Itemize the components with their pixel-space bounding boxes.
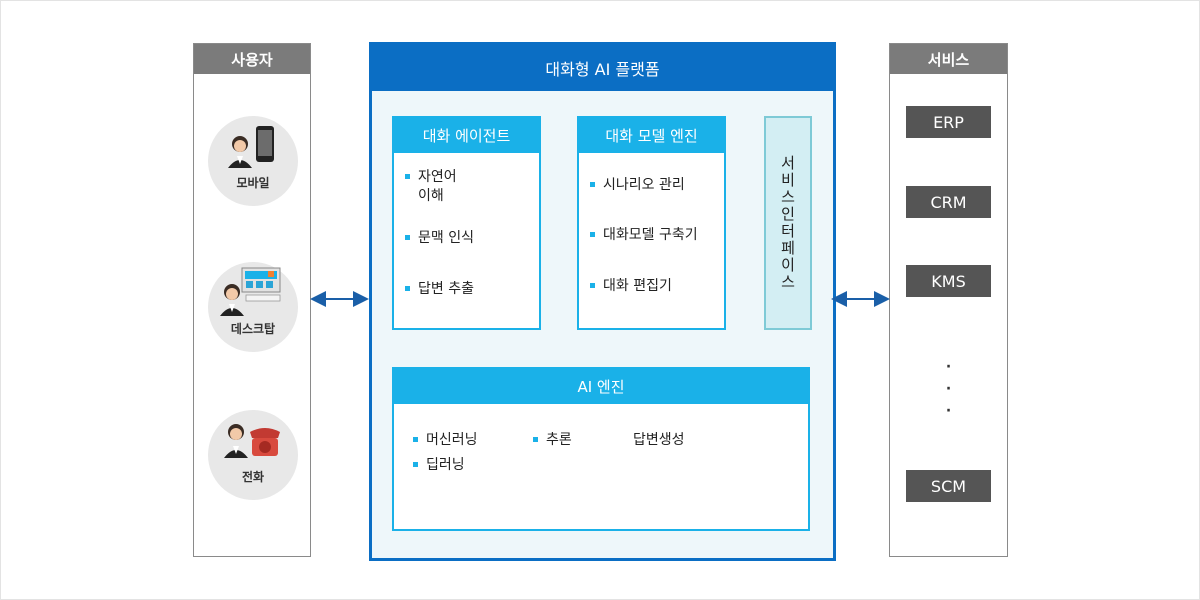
users-panel-title: 사용자 [194, 44, 310, 74]
dialog-model-engine-title: 대화 모델 엔진 [579, 118, 724, 153]
mobile-user-icon [228, 126, 274, 168]
dialog-model-item-builder: 대화모델 구축기 [589, 226, 698, 245]
service-interface-module: 서비스인터페이스 [764, 116, 812, 330]
ai-engine-title: AI 엔진 [394, 369, 808, 404]
ai-engine-item-answer-gen: 답변생성 [633, 432, 685, 448]
mobile-user-circle: 모바일 [208, 116, 298, 206]
ai-engine-item-ml: 머신러닝 [412, 431, 478, 450]
service-kms: KMS [906, 265, 991, 297]
dialog-agent-item-nlu: 자연어 이해 [404, 168, 457, 206]
phone-user-circle: 전화 [208, 410, 298, 500]
dialog-agent-module: 대화 에이전트 자연어 이해 문맥 인식 답변 추출 [392, 116, 541, 330]
platform-title: 대화형 AI 플랫폼 [372, 45, 833, 91]
dialog-model-engine-module: 대화 모델 엔진 시나리오 관리 대화모델 구축기 대화 편집기 [577, 116, 726, 330]
service-interface-title: 서비스인터페이스 [778, 155, 797, 291]
mobile-user-label: 모바일 [236, 176, 270, 190]
dialog-model-item-scenario: 시나리오 관리 [589, 176, 685, 195]
ai-engine-item-dl: 딥러닝 [412, 456, 465, 475]
users-panel: 사용자 모바일 데스크탑 [193, 43, 311, 557]
desktop-user-circle: 데스크탑 [208, 262, 298, 352]
service-erp: ERP [906, 106, 991, 138]
dialog-model-item-editor: 대화 편집기 [589, 277, 672, 296]
services-panel: 서비스 ERP CRM KMS · · · SCM [889, 43, 1008, 557]
desktop-user-icon [220, 267, 281, 316]
ai-engine-module: AI 엔진 머신러닝 추론 답변생성 딥러닝 [392, 367, 810, 531]
dialog-agent-title: 대화 에이전트 [394, 118, 539, 153]
dialog-agent-item-context: 문맥 인식 [404, 229, 474, 248]
service-scm: SCM [906, 470, 991, 502]
ai-platform: 대화형 AI 플랫폼 대화 에이전트 자연어 이해 문맥 인식 답변 추출 대화… [369, 42, 836, 561]
dialog-agent-item-answer: 답변 추출 [404, 280, 474, 299]
services-ellipsis: · · · [945, 359, 952, 419]
phone-user-icon [224, 424, 280, 458]
service-crm: CRM [906, 186, 991, 218]
ai-engine-item-inference: 추론 [532, 431, 572, 450]
phone-user-label: 전화 [241, 470, 265, 484]
desktop-user-label: 데스크탑 [230, 322, 276, 336]
services-panel-title: 서비스 [890, 44, 1007, 74]
